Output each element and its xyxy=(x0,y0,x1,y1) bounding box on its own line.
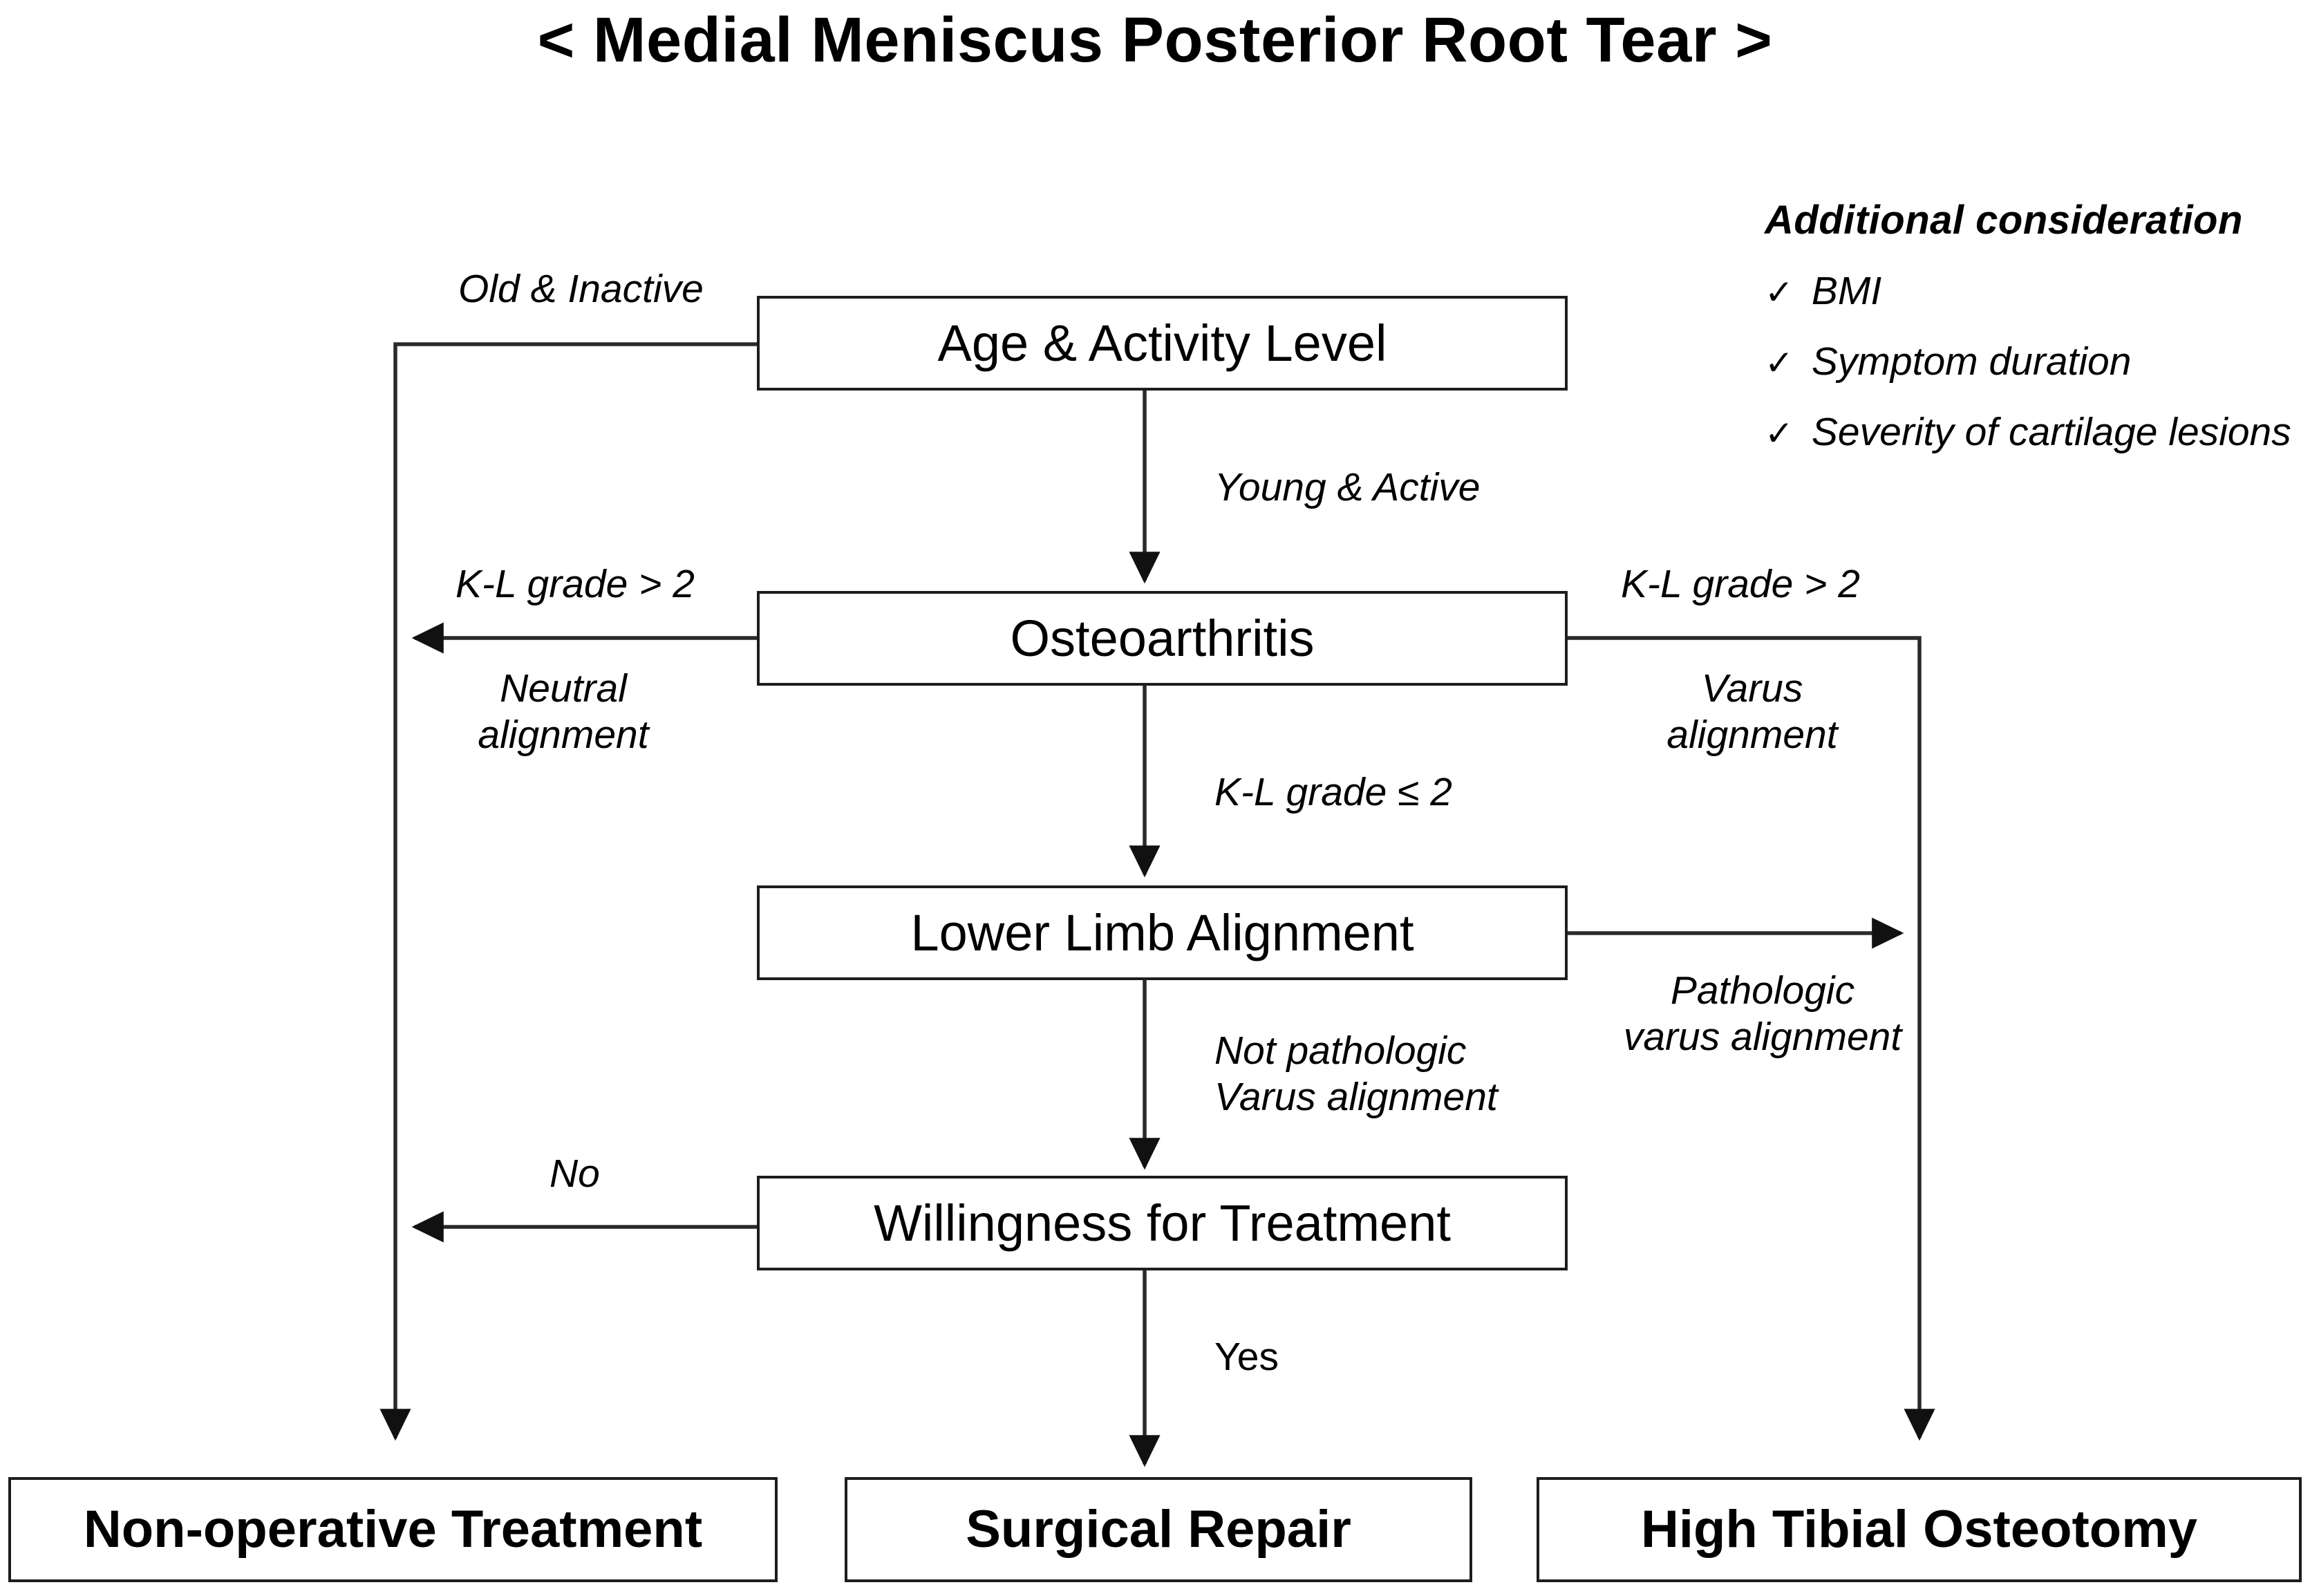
node-non-operative-treatment[interactable]: Non-operative Treatment xyxy=(8,1477,778,1582)
node-label: Willingness for Treatment xyxy=(874,1194,1451,1252)
consideration-item-label: Severity of cartilage lesions xyxy=(1811,410,2291,454)
node-high-tibial-osteotomy[interactable]: High Tibial Osteotomy xyxy=(1537,1477,2302,1582)
node-willingness-for-treatment[interactable]: Willingness for Treatment xyxy=(757,1176,1568,1270)
edge-label-pathologic-varus-line1: Pathologic xyxy=(1670,968,1855,1013)
edge-label-yes: Yes xyxy=(1214,1335,1279,1379)
node-label: High Tibial Osteotomy xyxy=(1640,1500,2198,1559)
node-lower-limb-alignment[interactable]: Lower Limb Alignment xyxy=(757,885,1568,980)
node-label: Surgical Repair xyxy=(966,1500,1351,1559)
edge-label-neutral-alignment: Neutral alignment xyxy=(449,666,677,759)
consideration-item: ✓ Symptom duration xyxy=(1765,339,2310,384)
edge-label-kl-grade-le2: K-L grade ≤ 2 xyxy=(1214,770,1452,814)
node-label: Age & Activity Level xyxy=(937,314,1387,372)
edge-label-no: No xyxy=(550,1152,600,1196)
node-age-activity-level[interactable]: Age & Activity Level xyxy=(757,296,1568,391)
node-osteoarthritis[interactable]: Osteoarthritis xyxy=(757,591,1568,686)
edge-label-kl-grade-gt2-left: K-L grade > 2 xyxy=(456,562,695,606)
edge-label-varus-alignment-line2: alignment xyxy=(1666,713,1838,758)
edge-old-inactive xyxy=(379,342,757,1441)
consideration-item-label: Symptom duration xyxy=(1811,339,2132,384)
check-icon: ✓ xyxy=(1765,273,1794,312)
edge-label-old-inactive: Old & Inactive xyxy=(458,267,704,311)
additional-consideration-heading: Additional consideration xyxy=(1765,198,2243,243)
node-label: Lower Limb Alignment xyxy=(910,903,1414,961)
edge-label-pathologic-varus-line2: varus alignment xyxy=(1623,1015,1902,1060)
edge-label-neutral-alignment-line1: Neutral xyxy=(500,666,627,711)
page-title: < Medial Meniscus Posterior Root Tear > xyxy=(537,5,1773,75)
edge-label-varus-alignment-line1: Varus xyxy=(1701,666,1803,711)
edge-label-young-active: Young & Active xyxy=(1214,465,1481,509)
edge-label-neutral-alignment-line2: alignment xyxy=(478,713,649,758)
node-surgical-repair[interactable]: Surgical Repair xyxy=(845,1477,1472,1582)
node-label: Osteoarthritis xyxy=(1010,609,1315,667)
edge-label-not-pathologic-line1: Not pathologic xyxy=(1214,1029,1467,1073)
edge-label-not-pathologic-varus: Not pathologic Varus alignment xyxy=(1214,1028,1498,1121)
consideration-item: ✓ Severity of cartilage lesions xyxy=(1765,409,2310,455)
consideration-item: ✓ BMI xyxy=(1765,268,2310,314)
edge-label-varus-alignment: Varus alignment xyxy=(1649,666,1856,759)
edge-label-pathologic-varus-alignment: Pathologic varus alignment xyxy=(1611,968,1915,1061)
additional-consideration-panel: Additional consideration ✓ BMI ✓ Symptom… xyxy=(1765,197,2310,455)
check-icon: ✓ xyxy=(1765,414,1794,453)
check-icon: ✓ xyxy=(1765,344,1794,382)
node-label: Non-operative Treatment xyxy=(83,1500,703,1559)
edge-label-kl-grade-gt2-right: K-L grade > 2 xyxy=(1621,562,1860,606)
consideration-item-label: BMI xyxy=(1811,269,1882,313)
edge-label-not-pathologic-line2: Varus alignment xyxy=(1214,1075,1498,1120)
